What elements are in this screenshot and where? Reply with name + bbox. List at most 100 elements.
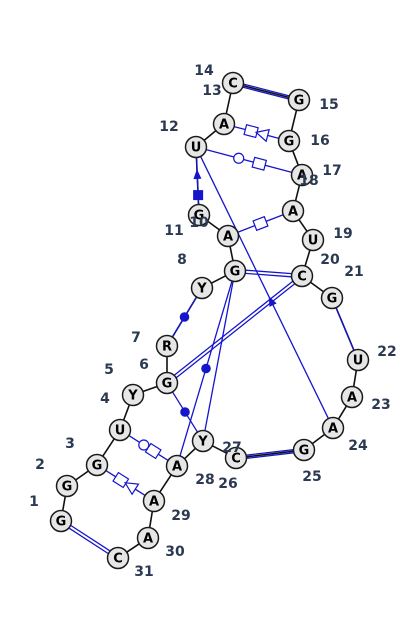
nucleotide-circle (281, 199, 305, 223)
nucleotide-letter: A (288, 205, 298, 220)
backbone-link-15-16 (290, 110, 298, 131)
nucleotide-circle (155, 334, 179, 358)
nucleotide-8: Y (190, 276, 214, 300)
nucleotide-letter: Y (196, 282, 207, 297)
position-number-16: 16 (310, 133, 329, 149)
nucleotide-circle (191, 429, 215, 453)
nucleotide-circle (142, 489, 166, 513)
backbone-link-2-3 (75, 470, 89, 481)
nucleotide-31: C (106, 546, 130, 570)
backbone-link-1-2 (61, 496, 67, 511)
base-pair-9-28 (179, 280, 233, 457)
position-number-2: 2 (35, 457, 45, 473)
position-number-8: 8 (177, 252, 187, 268)
nucleotide-11: G (187, 203, 211, 227)
arrow-symbol (268, 296, 277, 307)
nucleotide-circle (121, 383, 145, 407)
backbone-link-19-20 (304, 249, 311, 267)
nucleotide-12: U (184, 135, 208, 159)
position-number-21: 21 (344, 264, 363, 280)
nucleotide-circle (187, 203, 211, 227)
backbone-link-27-28 (184, 447, 196, 460)
position-number-4: 4 (100, 391, 110, 407)
backbone-link-5-6 (142, 385, 158, 393)
nucleotide-circle (108, 418, 132, 442)
nucleotide-circle (340, 385, 364, 409)
square-symbol (251, 156, 268, 171)
dot-symbol (179, 312, 190, 322)
position-number-24: 24 (348, 438, 368, 454)
position-number-5: 5 (104, 362, 114, 378)
backbone-link-18-19 (298, 219, 308, 232)
nucleotide-letter: G (284, 135, 295, 150)
nucleotide-circle (290, 163, 314, 187)
nucleotide-letter: C (228, 77, 238, 92)
position-number-22: 22 (377, 344, 396, 360)
nucleotide-letter: G (327, 292, 338, 307)
backbone-link-17-18 (294, 184, 301, 202)
nucleotide-circle (49, 509, 73, 533)
backbone-link-24-25 (311, 433, 326, 445)
nucleotide-letter: C (231, 452, 241, 467)
position-number-15: 15 (319, 97, 338, 113)
position-number-11: 11 (164, 223, 183, 239)
nucleotide-3: G (85, 453, 109, 477)
nucleotide-letter: G (162, 377, 173, 392)
base-pair-6-20 (173, 280, 296, 379)
nucleotide-letter: G (194, 209, 205, 224)
nucleotide-7: R (155, 334, 179, 358)
nucleotide-circle (320, 286, 344, 310)
nucleotide-letter: G (62, 480, 73, 495)
nucleotide-14: C (221, 71, 245, 95)
triangle-symbol (124, 482, 140, 496)
nucleotide-circle (287, 88, 311, 112)
base-pair-21-22 (335, 307, 355, 351)
nucleotide-9: G (223, 259, 247, 283)
nucleotide-20: C (290, 264, 314, 288)
nucleotide-circle (292, 438, 316, 462)
position-number-13: 13 (202, 83, 221, 99)
nucleotide-letter: A (219, 118, 229, 133)
nucleotide-21: G (320, 286, 344, 310)
nucleotide-circle (55, 474, 79, 498)
nucleotide-letter: G (230, 265, 241, 280)
backbone-link-3-4 (102, 438, 115, 457)
square-symbol (252, 215, 269, 232)
position-number-25: 25 (302, 469, 321, 485)
nucleotide-letter: C (113, 552, 123, 567)
nucleotide-letter: U (353, 354, 364, 369)
position-number-30: 30 (165, 544, 185, 560)
position-number-23: 23 (371, 397, 390, 413)
nucleotide-letter: C (297, 270, 307, 285)
backbone-link-14-15 (242, 84, 290, 99)
position-number-27: 27 (222, 440, 241, 456)
base-pair-12-17 (205, 149, 293, 173)
nucleotide-letter: G (299, 444, 310, 459)
dot-symbol (201, 363, 211, 374)
base-pair-6-27 (171, 391, 199, 433)
position-number-10: 10 (189, 215, 209, 231)
nucleotide-letter: U (115, 424, 126, 439)
position-number-26: 26 (218, 476, 237, 492)
square-symbol (144, 442, 162, 460)
nucleotide-letter: A (172, 460, 182, 475)
position-number-6: 6 (139, 357, 149, 373)
nucleotide-circle (190, 276, 214, 300)
base-pair-9-20 (245, 269, 292, 278)
base-pair-11-12 (193, 157, 204, 205)
nucleotide-circle (346, 348, 370, 372)
backbone-link-20-21 (309, 281, 325, 293)
nucleotide-letter: A (347, 391, 357, 406)
backbone-link-16-17 (292, 150, 299, 166)
backbone-link-13-14 (225, 93, 232, 114)
nucleotide-letter: A (149, 495, 159, 510)
nucleotide-letter: Y (127, 389, 138, 404)
backbone-link-29-30 (148, 511, 154, 528)
base-pair-25-26 (246, 448, 294, 460)
base-pair-10-18 (237, 214, 284, 233)
position-number-28: 28 (195, 472, 214, 488)
position-number-7: 7 (131, 330, 141, 346)
base-pair-9-27 (204, 281, 234, 431)
